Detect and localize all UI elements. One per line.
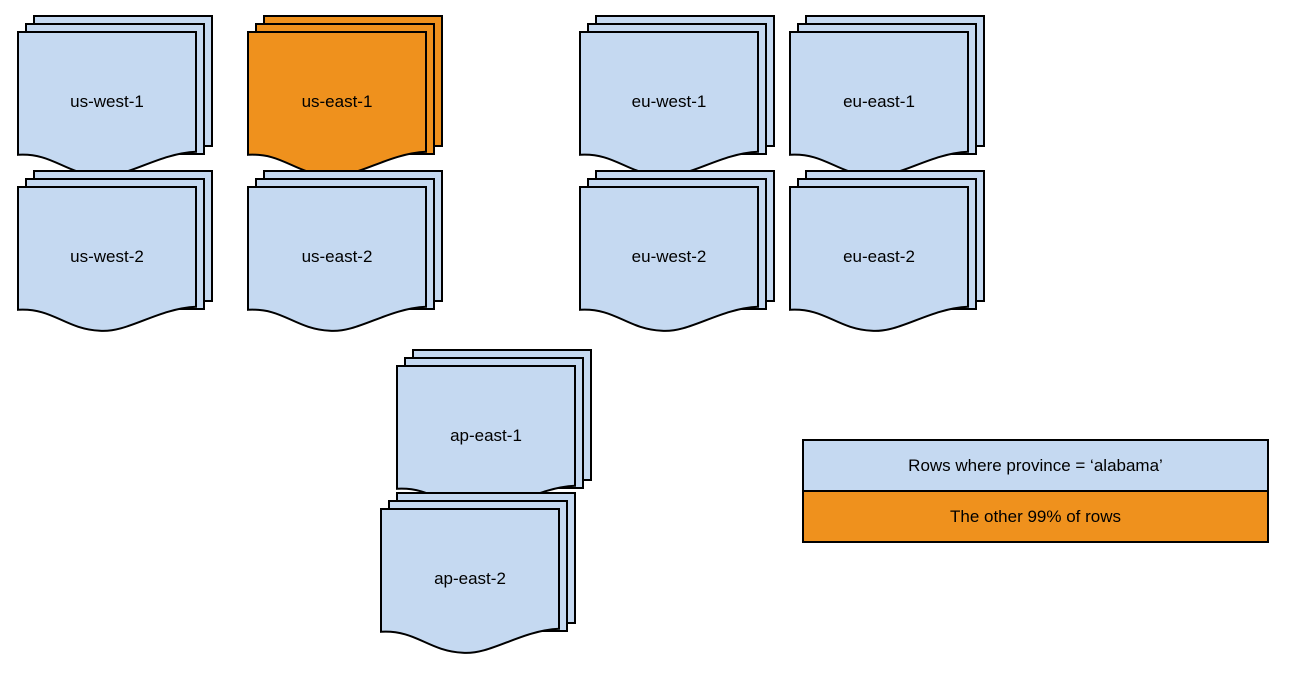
document-stack-us-west-1[interactable]	[17, 15, 213, 177]
document-stack-us-east-1[interactable]	[247, 15, 443, 177]
stack-layer-front	[247, 31, 427, 177]
stack-layer-front	[789, 186, 969, 332]
legend-row-other-99	[802, 490, 1269, 543]
stack-layer-front	[789, 31, 969, 177]
document-stack-ap-east-2[interactable]	[380, 492, 576, 654]
legend	[802, 439, 1269, 543]
document-stack-eu-west-1[interactable]	[579, 15, 775, 177]
stack-layer-front	[396, 365, 576, 511]
stack-layer-front	[247, 186, 427, 332]
legend-row-alabama	[802, 439, 1269, 492]
stack-layer-front	[579, 31, 759, 177]
document-stack-eu-west-2[interactable]	[579, 170, 775, 332]
document-stack-us-west-2[interactable]	[17, 170, 213, 332]
stack-layer-front	[380, 508, 560, 654]
stack-layer-front	[17, 186, 197, 332]
stack-layer-front	[17, 31, 197, 177]
document-stack-eu-east-1[interactable]	[789, 15, 985, 177]
document-stack-us-east-2[interactable]	[247, 170, 443, 332]
document-stack-eu-east-2[interactable]	[789, 170, 985, 332]
document-stack-ap-east-1[interactable]	[396, 349, 592, 511]
stack-layer-front	[579, 186, 759, 332]
